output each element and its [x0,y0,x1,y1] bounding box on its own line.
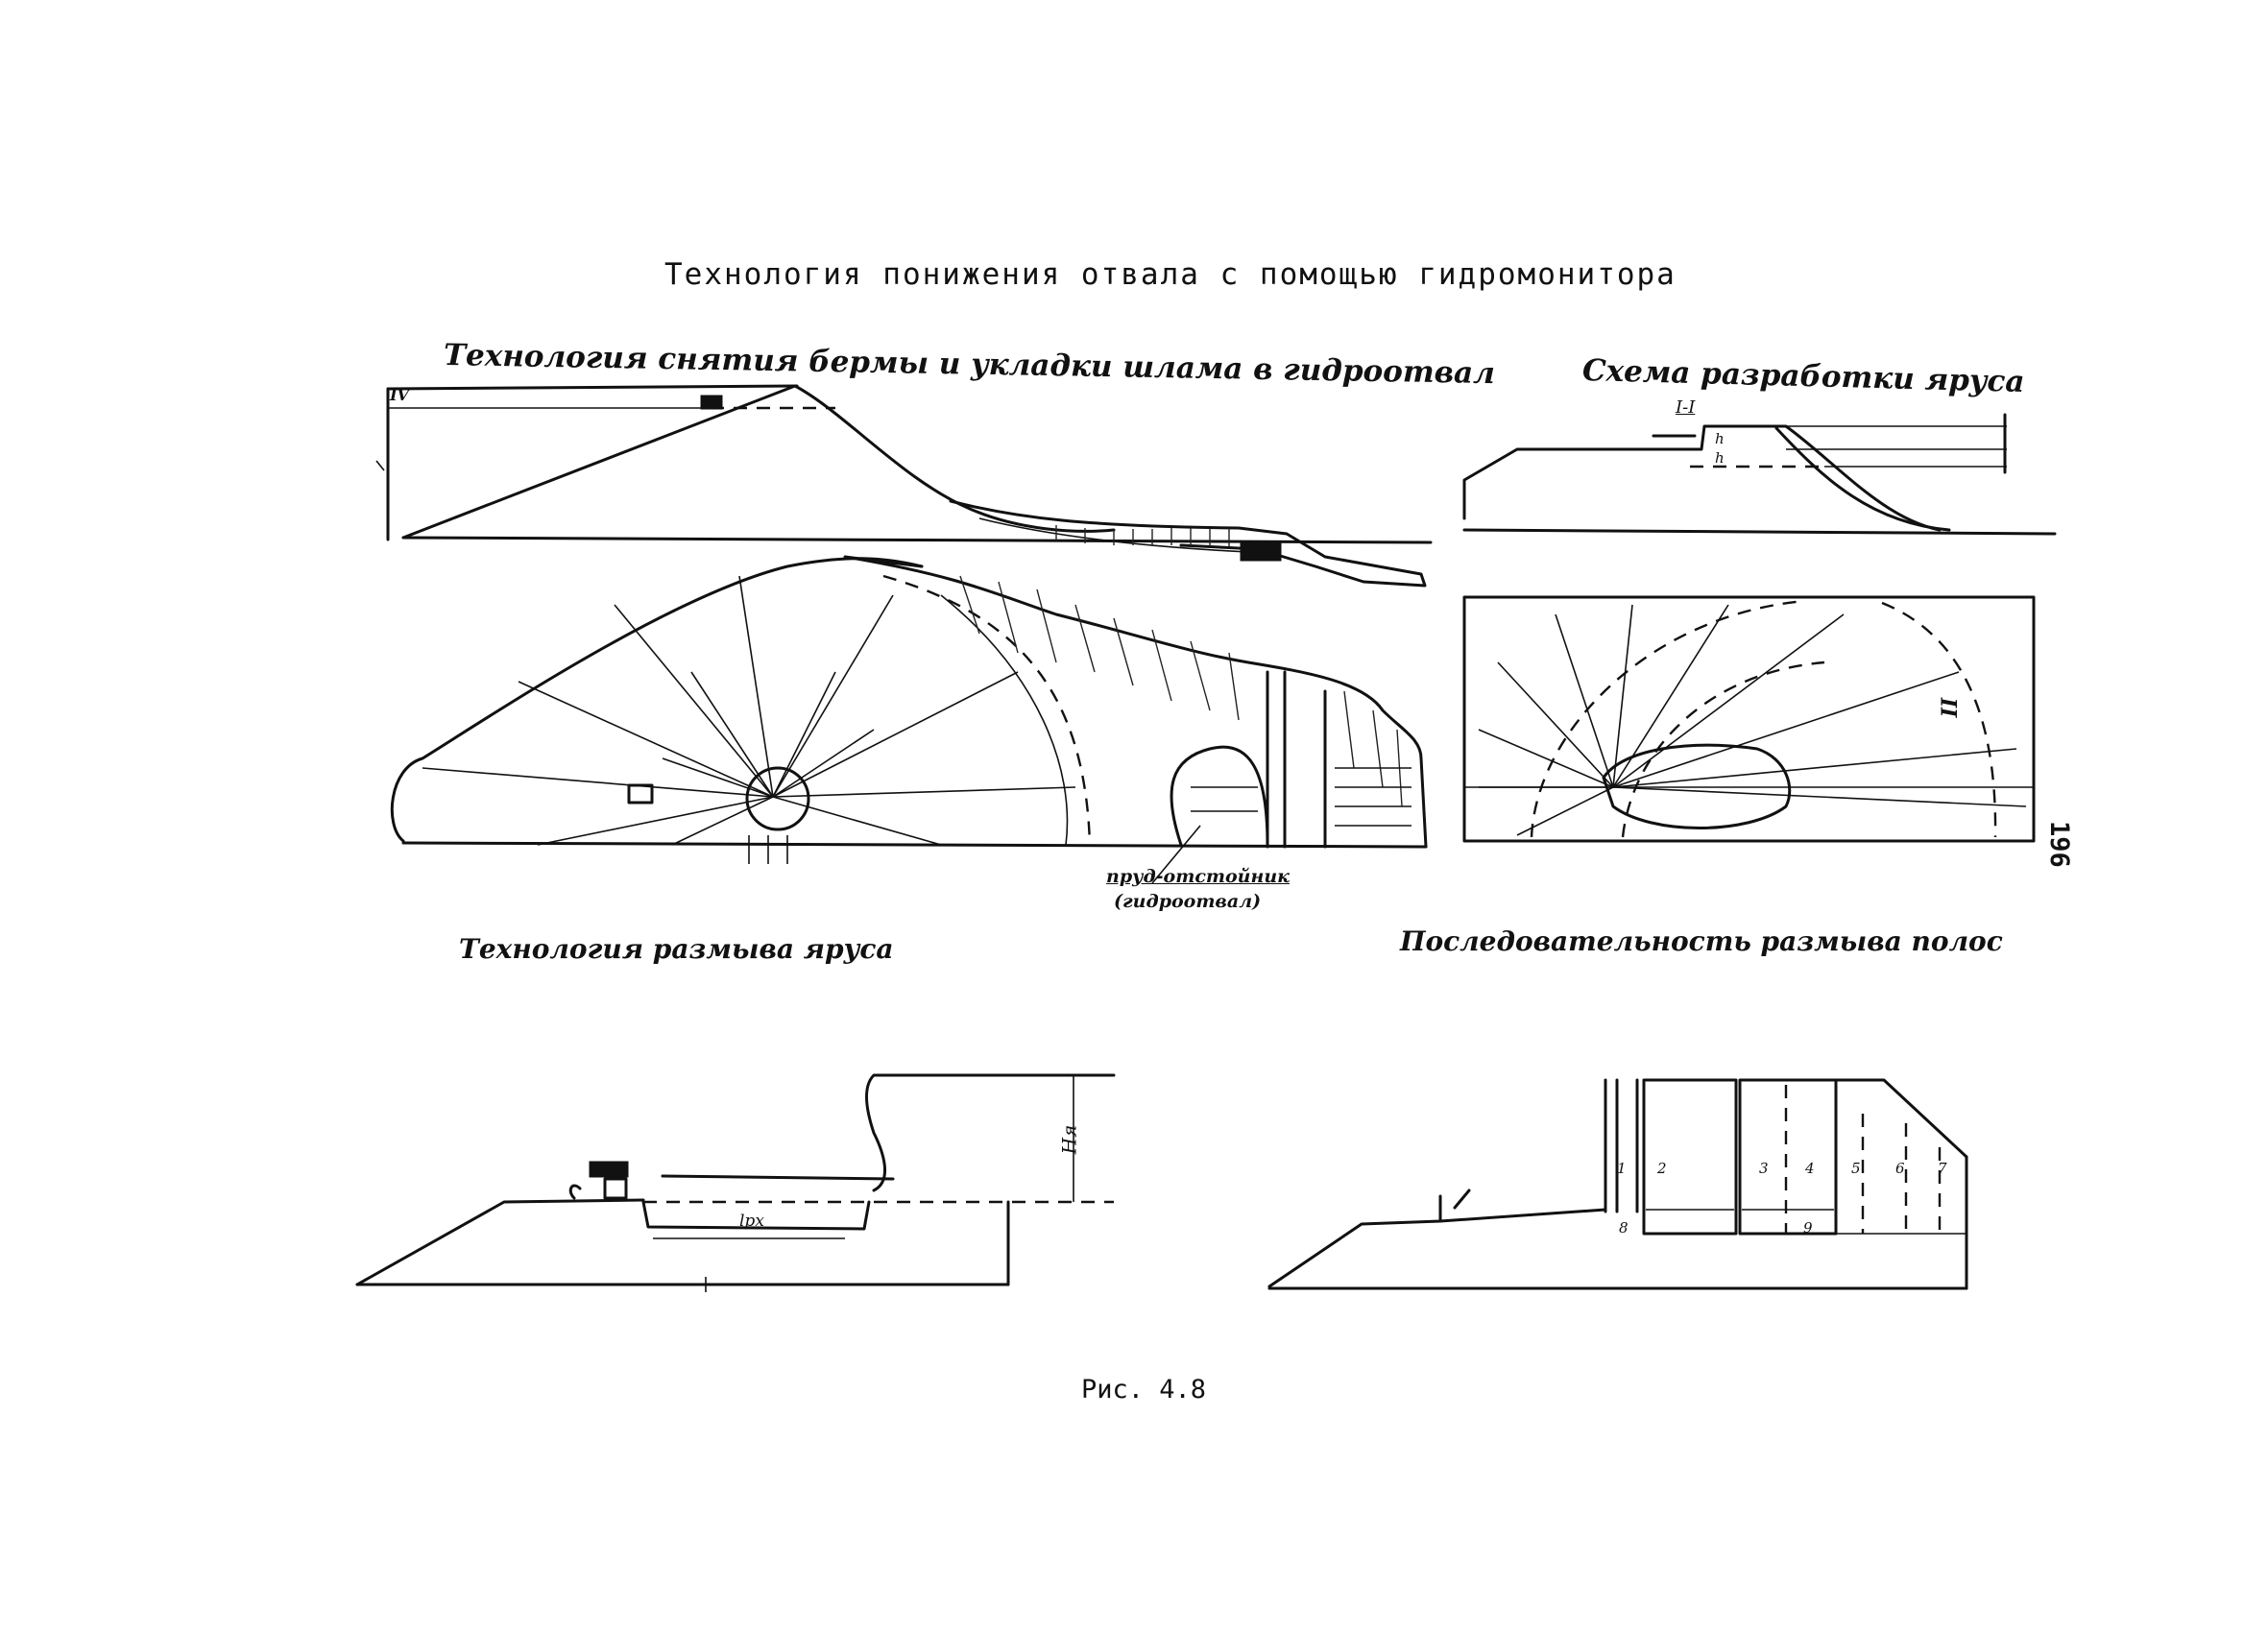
panel-title-bottom-right: Последовательность размыва полос [1400,925,2003,957]
mark-h2: h [1715,449,1725,467]
radial-rays [422,575,1076,846]
pond-callout-line2: (гидроотвал) [1114,891,1262,912]
strip-8: 8 [1619,1219,1629,1237]
section-mark-top-right: I-I [1676,397,1696,418]
panel-title-bottom-left: Технология размыва яруса [459,933,894,965]
figure-caption: Рис. 4.8 [1081,1375,1207,1405]
tier-section [1462,413,2057,536]
mark-iv: IV [390,386,409,404]
berm-removal-plan [390,555,1428,884]
tier-plan [1462,595,2036,843]
pond-callout-line1: пруд-отстойник [1106,866,1291,887]
strip-sequence-section [1267,1078,1968,1290]
depth-label: lрх [739,1212,764,1231]
tier-washout-section [355,1073,1116,1292]
mark-h1: h [1715,430,1725,447]
strip-2: 2 [1657,1160,1667,1177]
strip-4: 4 [1805,1160,1815,1177]
berm-removal-profile [375,384,1433,588]
strip-3: 3 [1759,1160,1769,1177]
strip-5: 5 [1851,1160,1861,1177]
strip-7: 7 [1938,1160,1947,1177]
strip-1: 1 [1617,1160,1627,1177]
page-title: Технология понижения отвала с помощью ги… [664,257,1677,292]
strip-6: 6 [1895,1160,1905,1177]
strip-9: 9 [1803,1219,1813,1237]
